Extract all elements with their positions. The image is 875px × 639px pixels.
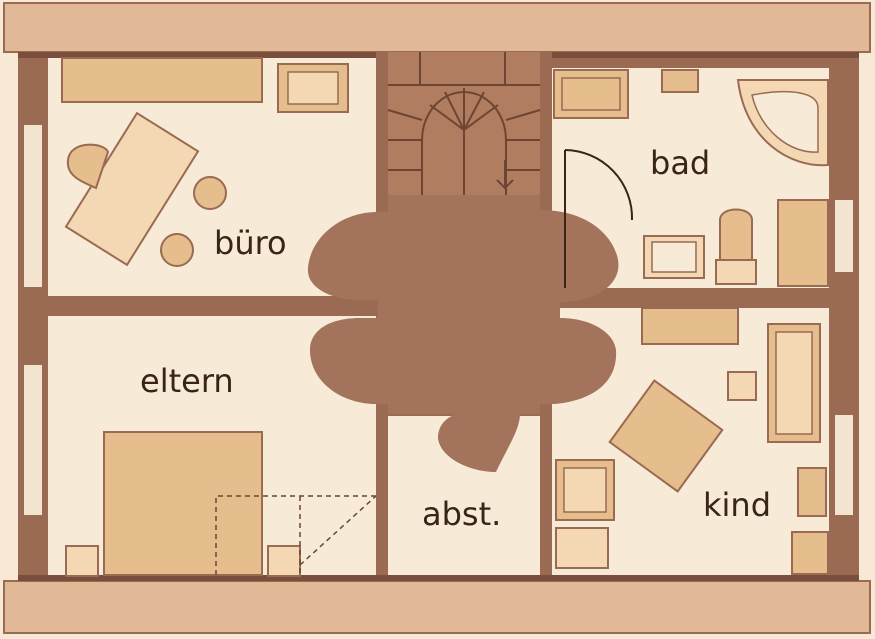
bad-fixtures xyxy=(553,69,829,288)
wardrobe-outline xyxy=(215,495,377,575)
nightstand xyxy=(267,545,301,577)
soap-shelf xyxy=(661,69,699,93)
nightstand xyxy=(65,545,99,577)
eave-bottom xyxy=(3,580,871,634)
central-hall xyxy=(307,195,619,472)
box xyxy=(727,371,757,401)
room-label-eltern: eltern xyxy=(140,362,234,400)
desk-chair xyxy=(66,143,110,190)
buero-furniture xyxy=(61,57,349,267)
bath-cabinet-right xyxy=(777,199,829,287)
staircase xyxy=(387,52,541,197)
eltern-furniture xyxy=(65,431,377,577)
outer-wall-bottom xyxy=(18,575,859,581)
dresser xyxy=(641,307,739,345)
stair-arrow-icon xyxy=(496,160,514,190)
stool xyxy=(160,233,194,267)
room-label-bad: bad xyxy=(650,144,710,182)
crate xyxy=(791,531,829,575)
bed xyxy=(103,431,263,576)
crate xyxy=(555,527,609,569)
windows-left xyxy=(24,125,42,515)
door-swing xyxy=(564,149,634,221)
stool xyxy=(193,176,227,210)
eave-top xyxy=(3,2,871,53)
kind-furniture xyxy=(555,307,829,575)
play-table xyxy=(608,379,724,493)
room-label-abst: abst. xyxy=(422,495,501,533)
shelf xyxy=(61,57,263,103)
room-label-kind: kind xyxy=(703,486,771,524)
room-label-buero: büro xyxy=(214,224,287,262)
toilet xyxy=(719,208,753,261)
crate xyxy=(797,467,827,517)
windows-right xyxy=(835,200,853,515)
